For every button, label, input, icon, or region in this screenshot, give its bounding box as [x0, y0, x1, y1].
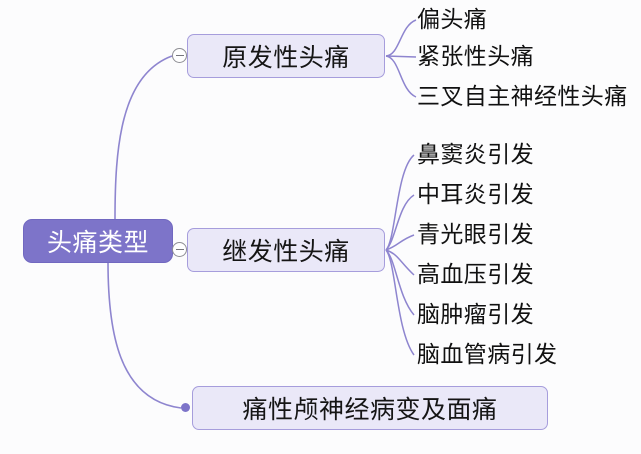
leaf-secondary-5[interactable]: 脑肿瘤引发 [417, 304, 534, 327]
leaf-secondary-6-label: 脑血管病引发 [417, 342, 558, 368]
bullet-dot-icon-cranial[interactable] [181, 403, 190, 412]
edge-secondary-leaf-3 [385, 234, 415, 251]
edge-primary-leaf-1 [385, 19, 417, 57]
leaf-primary-3-label: 三叉自主神经性头痛 [417, 84, 628, 110]
leaf-secondary-6[interactable]: 脑血管病引发 [417, 344, 557, 367]
leaf-secondary-4[interactable]: 高血压引发 [417, 264, 534, 287]
edge-root-to-cranial [107, 261, 182, 409]
minus-circle-icon-primary[interactable] [172, 48, 187, 63]
minus-circle-icon-secondary[interactable] [172, 242, 187, 257]
edge-primary-leaf-2 [385, 55, 417, 58]
branch-node-cranial[interactable]: 痛性颅神经病变及面痛 [192, 386, 548, 430]
branch-node-secondary-label: 继发性头痛 [222, 237, 350, 266]
edge-primary-leaf-3 [385, 55, 417, 98]
edge-secondary-leaf-1 [385, 154, 415, 251]
edge-secondary-leaf-5 [385, 249, 415, 316]
root-node[interactable]: 头痛类型 [23, 219, 173, 263]
branch-node-secondary[interactable]: 继发性头痛 [187, 228, 385, 272]
leaf-primary-1[interactable]: 偏头痛 [417, 9, 487, 32]
branch-node-primary-label: 原发性头痛 [222, 43, 350, 72]
leaf-secondary-2-label: 中耳炎引发 [417, 182, 534, 208]
leaf-primary-3[interactable]: 三叉自主神经性头痛 [417, 86, 628, 109]
leaf-secondary-1[interactable]: 鼻窦炎引发 [417, 144, 534, 167]
edge-secondary-leaf-2 [385, 194, 415, 251]
leaf-secondary-4-label: 高血压引发 [417, 262, 534, 288]
branch-node-primary[interactable]: 原发性头痛 [187, 34, 385, 78]
leaf-secondary-3-label: 青光眼引发 [417, 222, 534, 248]
edge-root-to-primary [114, 55, 173, 220]
root-node-label: 头痛类型 [46, 228, 149, 257]
leaf-primary-2-label: 紧张性头痛 [417, 44, 534, 70]
leaf-primary-2[interactable]: 紧张性头痛 [417, 46, 534, 69]
leaf-secondary-2[interactable]: 中耳炎引发 [417, 184, 534, 207]
leaf-secondary-5-label: 脑肿瘤引发 [417, 302, 534, 328]
leaf-secondary-1-label: 鼻窦炎引发 [417, 142, 534, 168]
leaf-primary-1-label: 偏头痛 [417, 7, 488, 33]
leaf-secondary-3[interactable]: 青光眼引发 [417, 224, 534, 247]
edge-secondary-leaf-4 [385, 249, 415, 276]
branch-node-cranial-label: 痛性颅神经病变及面痛 [242, 395, 498, 424]
edge-secondary-leaf-6 [385, 249, 415, 356]
